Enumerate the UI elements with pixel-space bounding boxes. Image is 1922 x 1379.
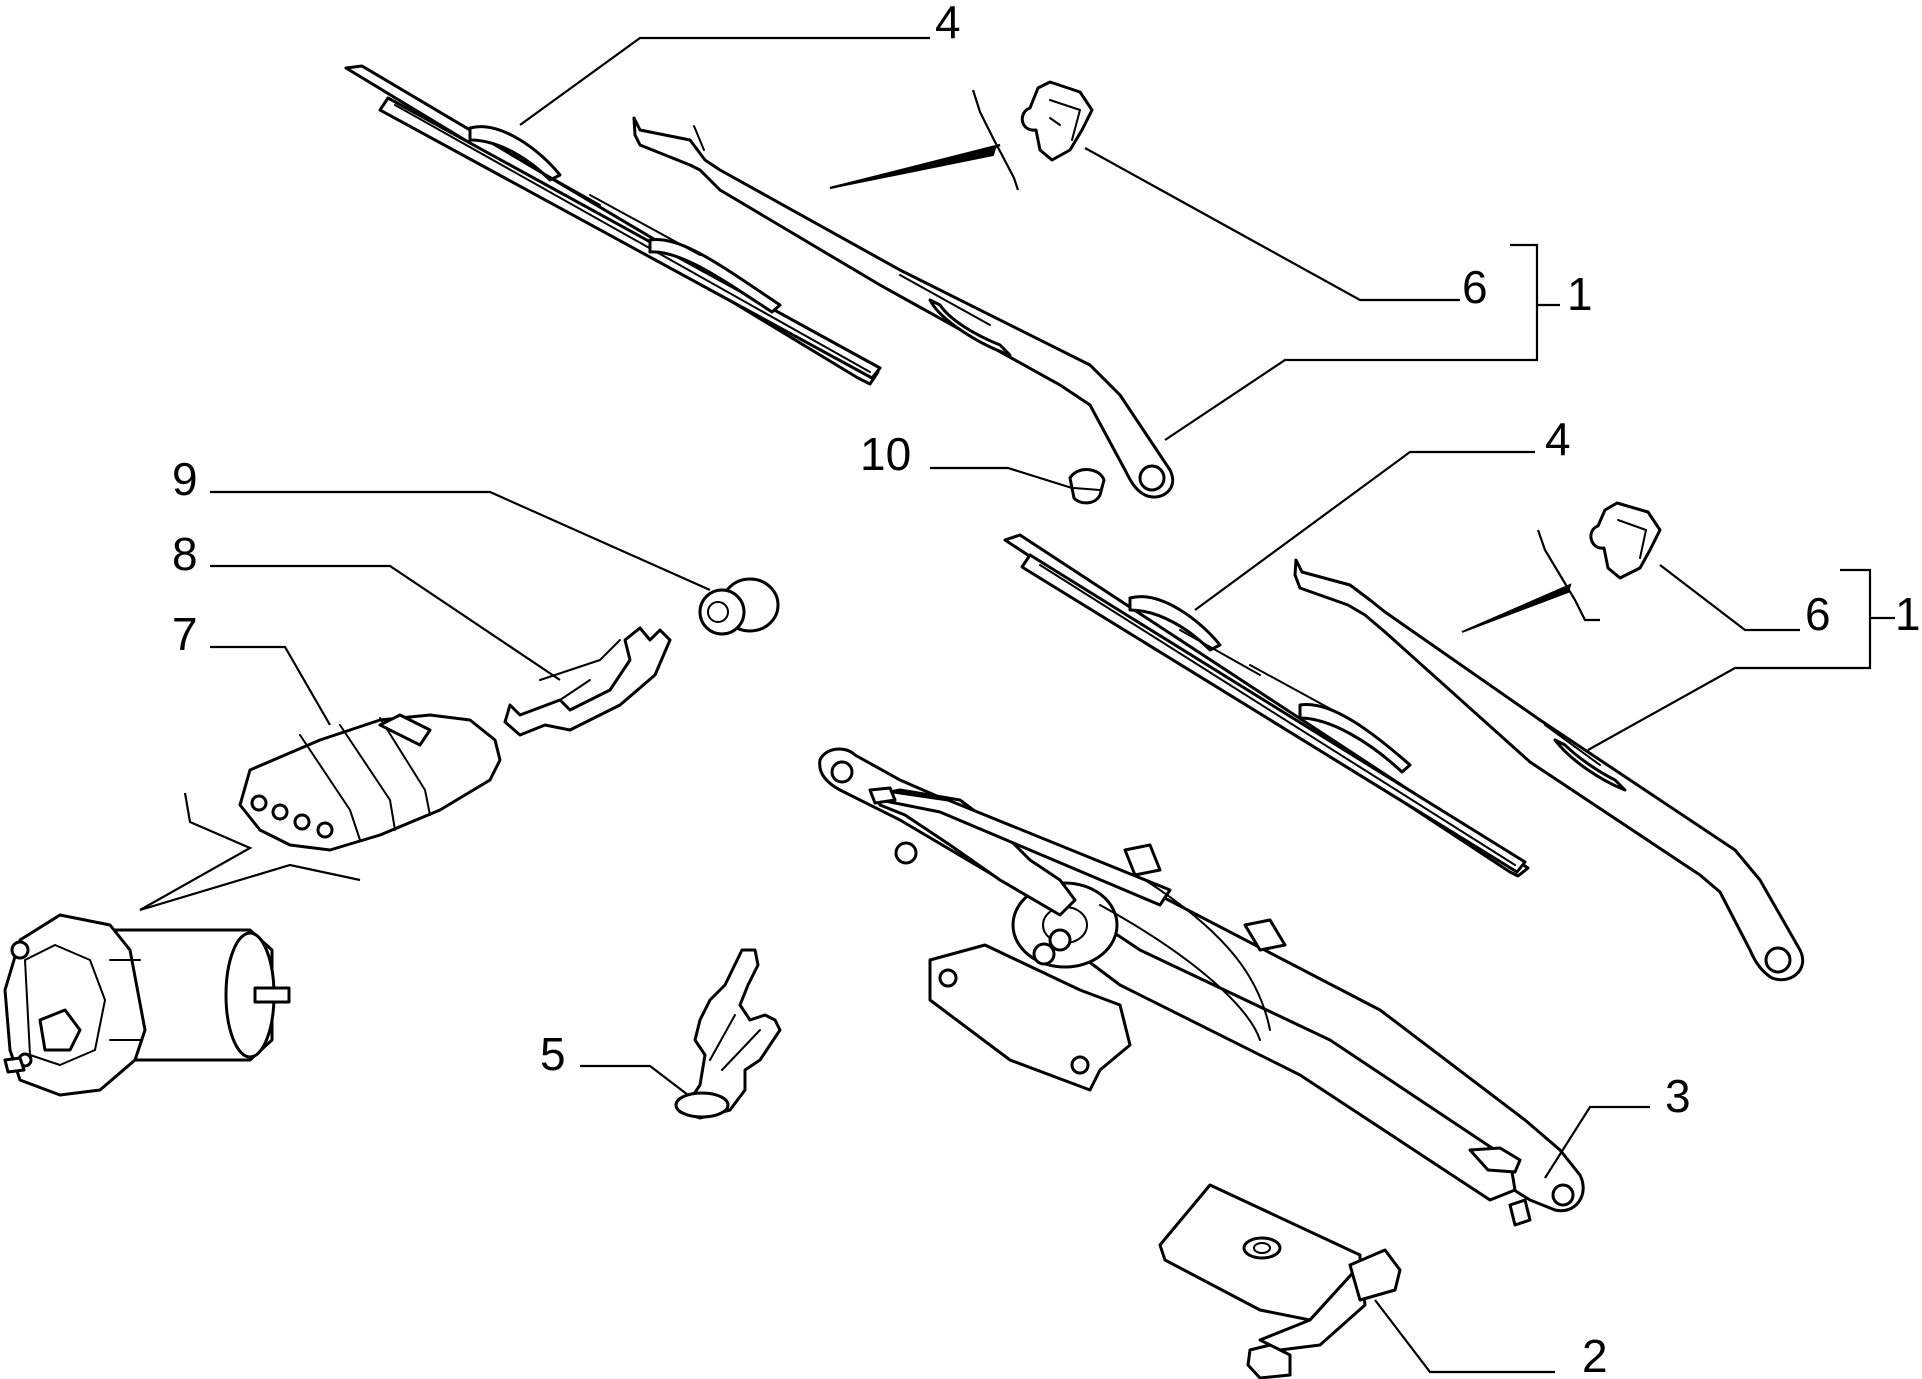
connector-icon bbox=[238, 713, 502, 852]
washer-nozzle-icon bbox=[1589, 501, 1662, 580]
callout-4-top: 4 bbox=[935, 0, 961, 48]
callout-6-bottom: 6 bbox=[1805, 588, 1831, 640]
wiper-motor-icon bbox=[3, 913, 291, 1097]
callout-labels: 4 6 1 10 4 9 8 7 6 1 5 3 2 bbox=[172, 0, 1921, 1379]
nut-cap-icon bbox=[1068, 468, 1106, 505]
spray-jet-lines bbox=[829, 89, 1020, 191]
callout-10: 10 bbox=[860, 428, 911, 480]
spray-jet-lines bbox=[1461, 529, 1600, 633]
callout-9: 9 bbox=[172, 453, 198, 505]
callout-3: 3 bbox=[1665, 1070, 1691, 1122]
callout-8: 8 bbox=[172, 528, 198, 580]
callout-5: 5 bbox=[540, 1028, 566, 1080]
wiper-arm-icon bbox=[632, 116, 1174, 499]
motor-harness-lines bbox=[139, 792, 361, 912]
callout-4-mid: 4 bbox=[1545, 413, 1571, 465]
mounting-bracket-icon bbox=[1158, 1183, 1402, 1379]
callout-7: 7 bbox=[172, 608, 198, 660]
callout-2: 2 bbox=[1582, 1330, 1608, 1379]
callout-1-top: 1 bbox=[1567, 268, 1593, 320]
clip-icon bbox=[674, 948, 782, 1120]
leader-lines bbox=[210, 36, 1895, 1374]
callout-1-bottom: 1 bbox=[1895, 588, 1921, 640]
terminal-icon bbox=[503, 626, 672, 737]
grommet-icon bbox=[698, 577, 780, 636]
callout-6-top: 6 bbox=[1462, 261, 1488, 313]
wiper-blade-icon bbox=[344, 64, 882, 386]
wiper-blade-icon bbox=[1003, 533, 1530, 878]
wiper-linkage-icon bbox=[818, 747, 1585, 1227]
washer-nozzle-icon bbox=[1020, 80, 1094, 162]
wiper-arm-icon bbox=[1293, 558, 1805, 982]
